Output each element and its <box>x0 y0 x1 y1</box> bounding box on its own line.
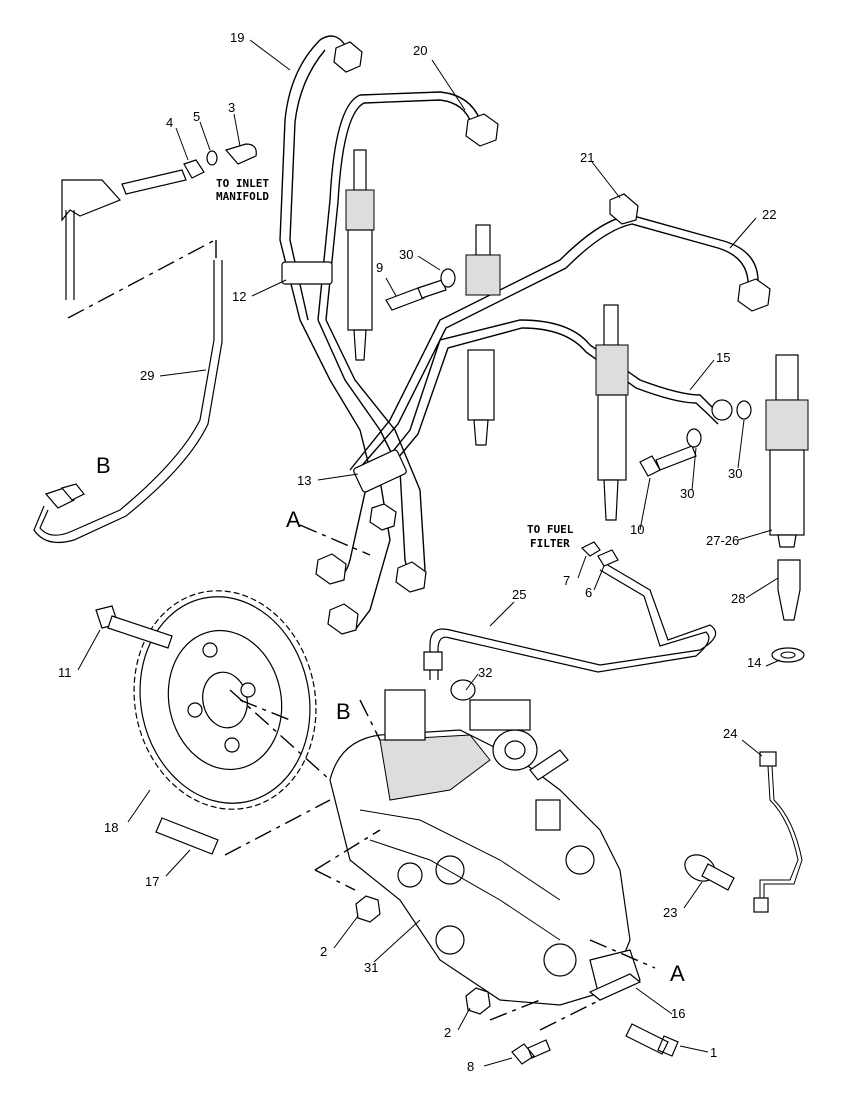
injector-nozzle-2 <box>465 224 501 446</box>
injector-nozzle-1 <box>345 149 375 361</box>
callout-25: 25 <box>512 587 526 602</box>
callout-8: 8 <box>467 1059 474 1074</box>
note-inlet-line2: MANIFOLD <box>216 190 269 203</box>
return-line-29 <box>33 260 223 543</box>
callout-4: 4 <box>166 115 173 130</box>
nut-2-upper <box>355 895 381 923</box>
callout-21: 21 <box>580 150 594 165</box>
callout-29: 29 <box>140 368 154 383</box>
clamp-13 <box>353 449 407 493</box>
wire-24 <box>753 751 803 913</box>
stud-17 <box>155 817 219 855</box>
fitting-32 <box>450 679 476 701</box>
callout-30-a: 30 <box>399 247 413 262</box>
bracket-and-hose-upper <box>61 169 187 300</box>
callout-1: 1 <box>710 1045 717 1060</box>
callout-14: 14 <box>747 655 761 670</box>
washer-14 <box>771 647 805 663</box>
note-fuel-line1: TO FUEL <box>527 523 574 536</box>
callout-2-upper: 2 <box>320 944 327 959</box>
callout-13: 13 <box>297 473 311 488</box>
reference-letter-b-upper: B <box>96 453 111 478</box>
bolt-11 <box>95 605 173 649</box>
callout-32: 32 <box>478 665 492 680</box>
callout-5: 5 <box>193 109 200 124</box>
callout-20: 20 <box>413 43 427 58</box>
bolt-10 <box>639 445 697 477</box>
line-bundle-lower <box>299 319 427 635</box>
callout-31: 31 <box>364 960 378 975</box>
washer-30-middle <box>686 428 702 448</box>
callout-16: 16 <box>671 1006 685 1021</box>
washer-30-upper <box>440 268 456 288</box>
drive-gear-18 <box>133 590 317 810</box>
callout-24: 24 <box>723 726 737 741</box>
callout-30-c: 30 <box>680 486 694 501</box>
injector-nozzle-3 <box>595 304 629 521</box>
callout-2-lower: 2 <box>444 1025 451 1040</box>
callout-28: 28 <box>731 591 745 606</box>
callout-7: 7 <box>563 573 570 588</box>
note-inlet-line1: TO INLET <box>216 177 269 190</box>
reference-letter-b-lower: B <box>336 699 351 724</box>
callout-18: 18 <box>104 820 118 835</box>
fuel-line-19 <box>279 35 363 321</box>
injector-nozzle-27-26 <box>765 354 809 548</box>
reference-letter-a-upper: A <box>286 507 301 532</box>
callout-11: 11 <box>58 665 72 680</box>
fittings-6-7 <box>580 541 619 567</box>
bolt-9 <box>385 279 447 311</box>
callout-30-b: 30 <box>728 466 742 481</box>
sensor-23 <box>684 854 735 891</box>
callout-12: 12 <box>232 289 246 304</box>
bolt-8 <box>511 1039 551 1065</box>
callout-6: 6 <box>585 585 592 600</box>
bolt-1 <box>625 1023 679 1057</box>
fuel-line-21-22 <box>349 193 771 471</box>
callout-22: 22 <box>762 207 776 222</box>
fuel-line-25 <box>423 563 717 680</box>
callout-27-26: 27-26 <box>706 533 739 548</box>
clamp-12 <box>281 261 333 285</box>
callout-10: 10 <box>630 522 644 537</box>
callout-17: 17 <box>145 874 159 889</box>
fuel-injection-pump-31 <box>329 689 641 1006</box>
callout-19: 19 <box>230 30 244 45</box>
callout-15: 15 <box>716 350 730 365</box>
washer-30-right <box>736 400 752 420</box>
callout-23: 23 <box>663 905 677 920</box>
bracket-16 <box>588 973 642 1001</box>
reference-letter-a-lower: A <box>670 961 685 986</box>
nut-2-lower <box>465 987 491 1015</box>
dash-line-upper <box>67 239 216 319</box>
fitting-3-4-5 <box>183 143 257 179</box>
callout-9: 9 <box>376 260 383 275</box>
fuel-line-15 <box>369 319 733 483</box>
callout-3: 3 <box>228 100 235 115</box>
note-fuel-line2: FILTER <box>530 537 570 550</box>
fuel-line-20 <box>317 91 499 321</box>
nozzle-tip-28 <box>777 559 801 621</box>
